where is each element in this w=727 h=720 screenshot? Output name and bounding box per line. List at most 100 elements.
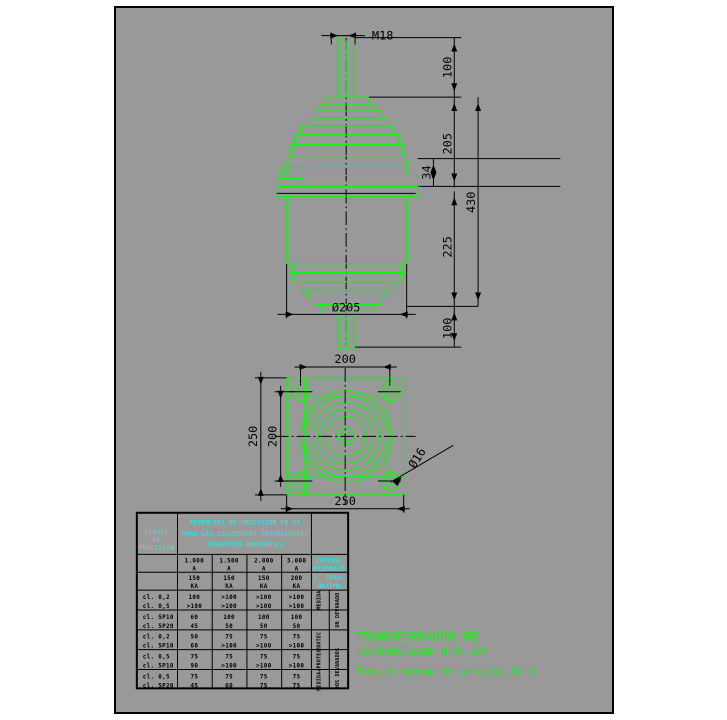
row-1-val-3: >100 bbox=[289, 603, 305, 610]
dimension-34: 34 bbox=[417, 158, 561, 187]
table-row[interactable]: cl. 5P20 45 60 75 75 bbox=[143, 682, 301, 689]
row-4-val-0: 50 bbox=[190, 634, 198, 641]
group-label-inner-medida: MEDIDA bbox=[316, 591, 322, 610]
dimension-205: 205 bbox=[440, 97, 458, 188]
dim-plan-200-left-text: 200 bbox=[266, 426, 280, 447]
row-2-class: cl. 5P10 bbox=[143, 614, 174, 621]
row-0-val-1: >100 bbox=[221, 594, 237, 601]
dimension-225: 225 bbox=[406, 191, 479, 307]
title-line-3: Tensión máxima de servicio 24 kV bbox=[356, 666, 537, 677]
dim-diameter-205-text: Ø205 bbox=[332, 300, 361, 314]
title-line-1: TRANSFORMADOR DE bbox=[356, 630, 478, 644]
table-row[interactable]: cl. 0,5 >100 >100 >100 >100 bbox=[143, 603, 305, 610]
row-6-class: cl. 0,5 bbox=[143, 654, 170, 661]
row-7-val-2: >100 bbox=[256, 663, 272, 670]
title-line-2: INTENSIDAD APK-24 bbox=[356, 645, 486, 659]
table-col-3-thermal-unit: KA bbox=[293, 583, 301, 590]
row-3-val-3: 50 bbox=[293, 623, 301, 630]
row-5-val-1: >100 bbox=[221, 643, 237, 650]
table-col-0-unit: A bbox=[192, 565, 196, 572]
group-label-inner-medida-protec: MEDIDA+PROTEC. bbox=[316, 646, 322, 691]
row-1-val-1: >100 bbox=[221, 603, 237, 610]
group-label-outer-dos-devanados: DOS DEVANADOS bbox=[335, 648, 341, 689]
dim-plan-250-bottom-text: 250 bbox=[334, 494, 355, 508]
row-2-val-1: 100 bbox=[223, 614, 235, 621]
dimension-plan-250-left: 250 bbox=[246, 371, 287, 501]
row-5-val-0: 60 bbox=[190, 643, 198, 650]
row-6-val-2: 75 bbox=[260, 654, 268, 661]
row-9-val-3: 75 bbox=[293, 682, 301, 689]
table-row[interactable]: cl. 5P20 45 50 50 50 bbox=[143, 623, 301, 630]
table-main-header-line1: POTENCIAS DE PRECISION EN VA bbox=[189, 520, 300, 527]
table-row[interactable]: cl. 0,2 100 >100 >100 >100 bbox=[143, 594, 305, 601]
dim-100-top-text: 100 bbox=[440, 57, 454, 78]
elevation-view: M18 100 205 bbox=[275, 29, 561, 350]
elevation-geometry bbox=[275, 37, 419, 350]
cad-vector-canvas: M18 100 205 bbox=[135, 29, 561, 691]
row-0-val-0: 100 bbox=[189, 594, 201, 601]
cad-model-space[interactable]: M18 100 205 bbox=[114, 6, 614, 714]
table-row[interactable]: cl. 5P10 60 >100 >100 >100 bbox=[143, 643, 305, 650]
dim-430-text: 430 bbox=[464, 192, 478, 213]
table-row[interactable]: cl. 0,2 50 75 75 75 bbox=[143, 634, 301, 641]
row-8-val-2: 75 bbox=[260, 673, 268, 680]
row-9-class: cl. 5P20 bbox=[143, 682, 174, 689]
table-col-1-unit: A bbox=[227, 565, 231, 572]
specification-table[interactable]: CLASES DE PRECISION POTENCIAS DE PRECISI… bbox=[135, 511, 350, 691]
dimension-100-bottom: 100 bbox=[355, 306, 462, 348]
table-corner-header-line1: CLASES bbox=[145, 529, 169, 536]
table-corner-header-line3: PRECISION bbox=[139, 544, 175, 551]
group-label-outer-un-devanado: UN DEVANADO bbox=[335, 592, 341, 627]
table-col-0-thermal-unit: KA bbox=[190, 583, 198, 590]
table-row[interactable]: cl. 5P10 90 >100 >100 >100 bbox=[143, 663, 305, 670]
row-0-val-2: >100 bbox=[256, 594, 272, 601]
row-0-val-3: >100 bbox=[289, 594, 305, 601]
table-col-3-current: 3.000 bbox=[287, 557, 306, 564]
row-2-val-2: 100 bbox=[258, 614, 270, 621]
table-col-2-thermal: 150 bbox=[258, 575, 270, 582]
dim-205-text: 205 bbox=[440, 133, 454, 154]
table-col-1-thermal-unit: KA bbox=[225, 583, 233, 590]
dim-34-text: 34 bbox=[419, 165, 433, 179]
row-4-class: cl. 0,2 bbox=[143, 634, 170, 641]
row-6-val-0: 75 bbox=[190, 654, 198, 661]
dimension-430: 430 bbox=[464, 97, 482, 307]
row-0-class: cl. 0,2 bbox=[143, 594, 170, 601]
row-3-val-0: 45 bbox=[190, 623, 198, 630]
table-row[interactable]: cl. 5P10 60 100 100 100 bbox=[143, 614, 303, 621]
dimension-diameter-205: Ø205 bbox=[277, 263, 416, 319]
row-8-val-3: 75 bbox=[293, 673, 301, 680]
title-block: TRANSFORMADOR DE INTENSIDAD APK-24 Tensi… bbox=[356, 630, 537, 678]
table-col-1-current: 1.500 bbox=[219, 557, 238, 564]
table-col-3-thermal: 200 bbox=[291, 575, 303, 582]
table-corner-header-line2: DE bbox=[153, 537, 161, 544]
table-col-2-thermal-unit: KA bbox=[260, 583, 268, 590]
dim-m18-text: M18 bbox=[372, 29, 393, 43]
row-4-val-2: 75 bbox=[260, 634, 268, 641]
dim-plan-250-left-text: 250 bbox=[246, 426, 260, 447]
table-row[interactable]: cl. 0,5 75 75 75 75 bbox=[143, 673, 301, 680]
row-8-val-1: 75 bbox=[225, 673, 233, 680]
table-main-header-line3: PRIMARIAS NOMINALES bbox=[207, 541, 282, 548]
row-7-class: cl. 5P10 bbox=[143, 663, 174, 670]
row-3-val-2: 50 bbox=[260, 623, 268, 630]
dimension-m18: M18 bbox=[321, 29, 393, 45]
table-row[interactable]: cl. 0,5 75 75 75 75 bbox=[143, 654, 301, 661]
row-3-class: cl. 5P20 bbox=[143, 623, 174, 630]
table-col-2-current: 2.000 bbox=[254, 557, 273, 564]
row-9-val-2: 75 bbox=[260, 682, 268, 689]
row-7-val-1: >100 bbox=[221, 663, 237, 670]
row-1-val-2: >100 bbox=[256, 603, 272, 610]
table-col-2-unit: A bbox=[262, 565, 266, 572]
row-3-val-1: 50 bbox=[225, 623, 233, 630]
table-current-header-line2: PRIMARIA bbox=[313, 565, 345, 572]
row-9-val-1: 60 bbox=[225, 682, 233, 689]
plan-view: 200 250 200 bbox=[246, 352, 454, 513]
dimension-plan-250-bottom: 250 bbox=[280, 494, 410, 513]
dimension-plan-diameter-16: Ø16 bbox=[390, 444, 454, 486]
row-1-class: cl. 0,5 bbox=[143, 603, 170, 610]
row-9-val-0: 45 bbox=[190, 682, 198, 689]
table-main-header-line2: PARA LAS SIGUIENTES INTENSIDADES bbox=[181, 531, 308, 538]
table-thermal-header-line1: I. TERM. bbox=[313, 575, 345, 582]
dim-225-text: 225 bbox=[440, 236, 454, 257]
